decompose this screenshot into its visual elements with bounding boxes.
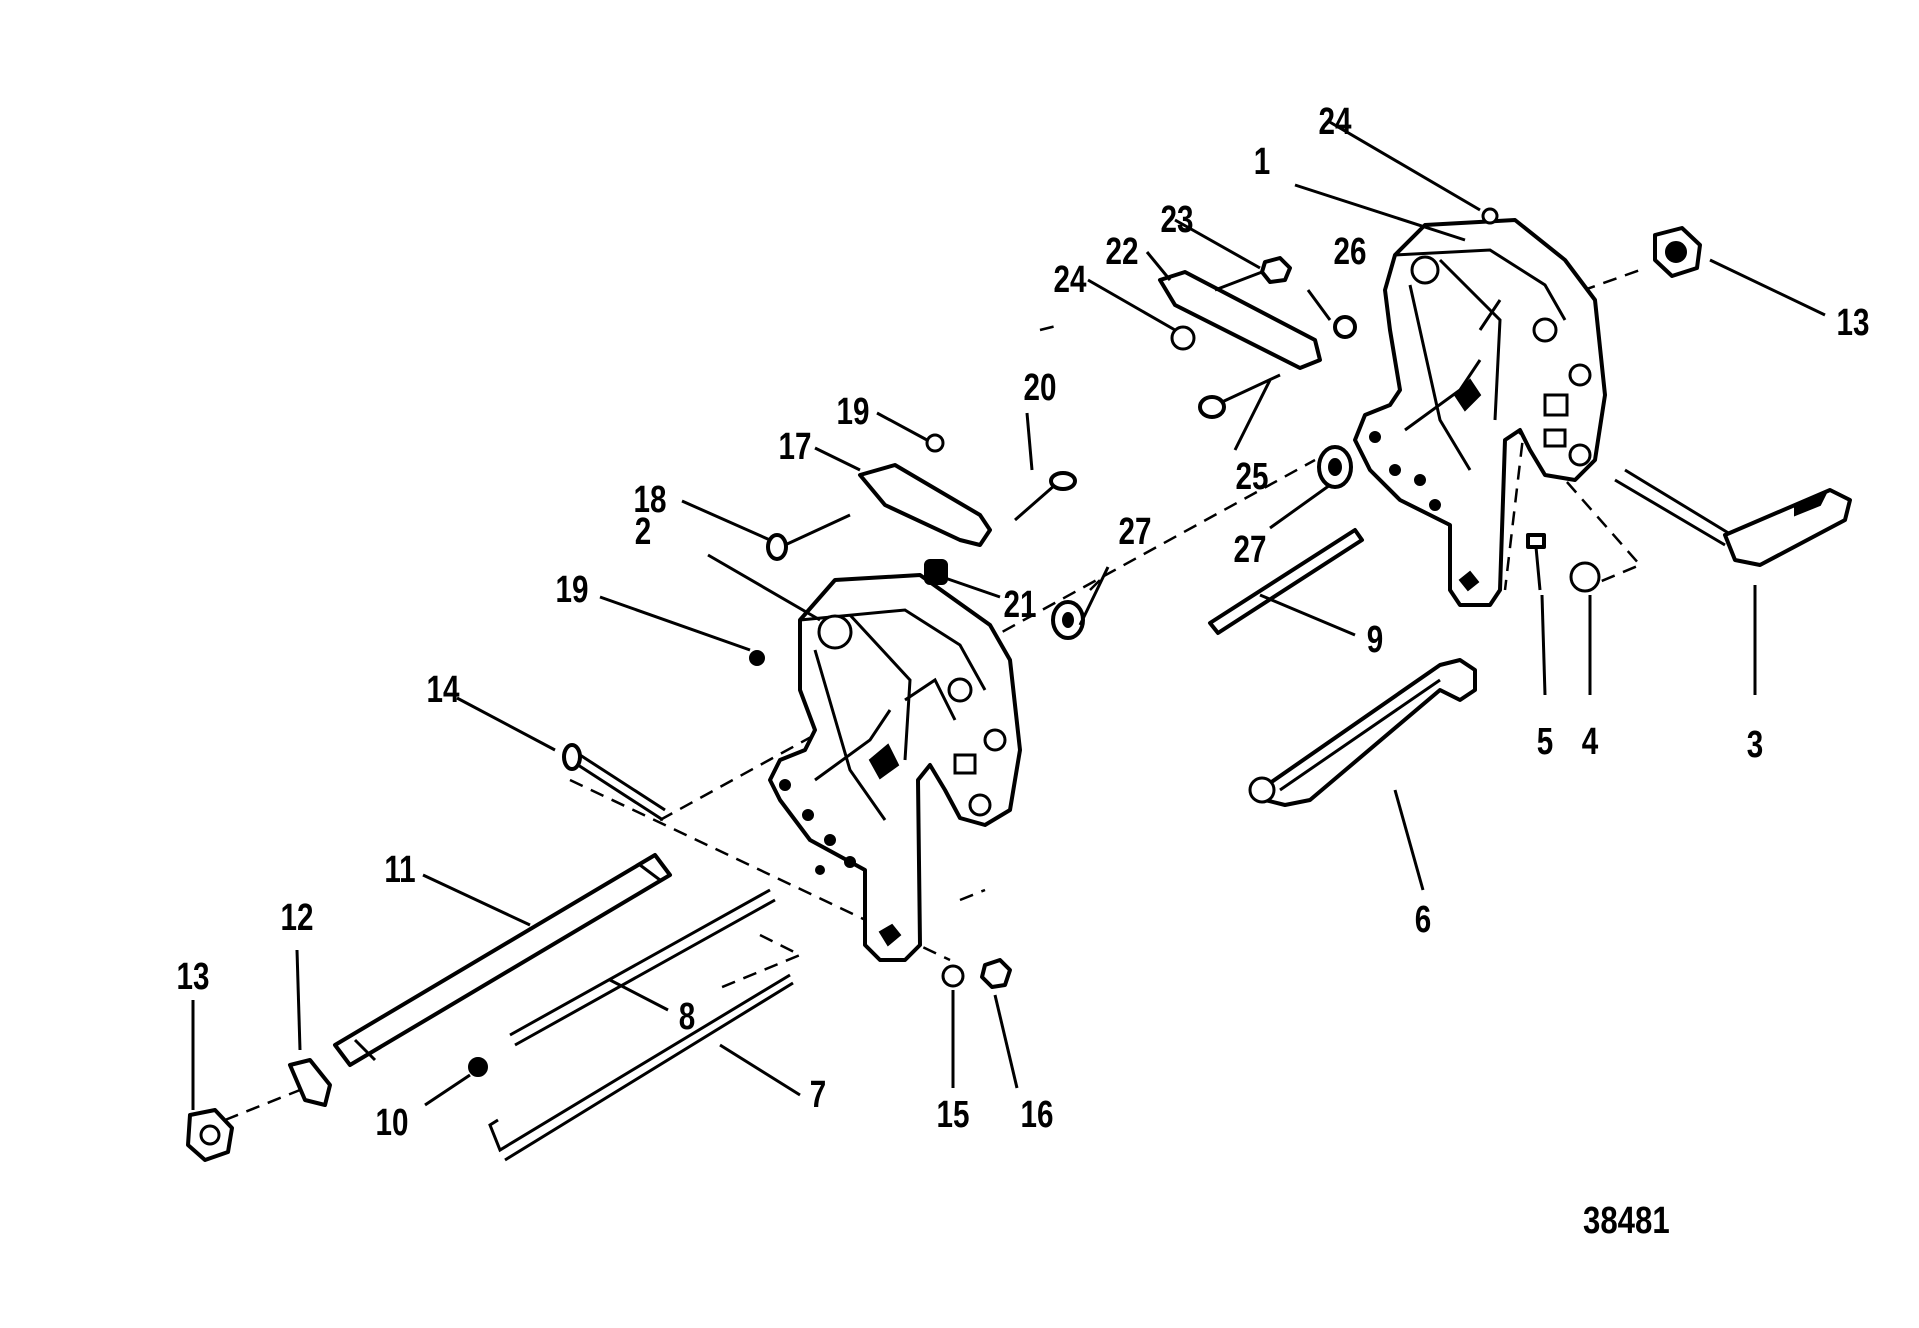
spring-21 [924,559,948,585]
callout-2: 2 [634,511,652,553]
callout-13-left: 13 [176,956,210,998]
callout-7: 7 [809,1074,827,1116]
tilt-rod [488,973,791,1153]
callout-19-top: 19 [836,391,870,433]
tilt-pin-handle [1248,658,1477,807]
callout-27-left: 27 [1118,511,1152,553]
plate-17 [858,463,992,547]
callout-23: 23 [1160,199,1194,241]
bolt-25 [1198,373,1281,419]
callout-1: 1 [1253,141,1271,183]
callout-16: 16 [1020,1094,1054,1136]
nut-13-right [1653,226,1702,278]
callout-9: 9 [1366,619,1384,661]
screw-5 [1526,533,1546,591]
callout-18: 18 [633,479,667,521]
bolt-18 [766,513,851,561]
callout-17: 17 [778,426,812,468]
lock-tab [288,1058,332,1107]
nut-10 [468,1057,488,1077]
washer-27-right [1317,445,1353,489]
nut-19-bottom [749,650,765,666]
through-tube [333,853,672,1067]
right-clamp-bracket [1353,218,1607,607]
callout-22: 22 [1105,231,1139,273]
left-clamp-bracket [768,573,1022,962]
washer-4 [1569,561,1601,593]
callout-3: 3 [1746,724,1764,766]
pin-9 [1208,528,1364,635]
figure-number: 38481 [1583,1200,1670,1242]
nut-19-top [925,433,945,453]
callout-19-left: 19 [555,569,589,611]
callout-13-right: 13 [1836,302,1870,344]
callout-20: 20 [1023,367,1057,409]
callout-14: 14 [426,669,460,711]
tilt-lever [1614,468,1852,567]
callout-10: 10 [375,1102,409,1144]
callout-8: 8 [678,996,696,1038]
bolt-20 [1014,471,1077,522]
callout-15: 15 [936,1094,970,1136]
nut-13-left [186,1108,234,1162]
callout-21: 21 [1003,584,1037,626]
bushing-26 [1333,315,1357,339]
callout-27-right: 27 [1233,529,1267,571]
link-22 [1158,270,1322,370]
bolt-23 [1214,256,1292,292]
callout-26: 26 [1333,231,1367,273]
washer-27-left [1051,600,1085,640]
washer-15 [941,964,965,988]
leader-lines [191,119,1826,1110]
callout-24-left: 24 [1053,259,1087,301]
nut-24-left [1170,325,1196,351]
callout-11: 11 [384,849,416,891]
callout-6: 6 [1414,899,1432,941]
callout-5: 5 [1536,721,1554,763]
callout-4: 4 [1581,721,1599,763]
bolt-14 [562,743,666,822]
callout-25: 25 [1235,456,1269,498]
nut-24-top [1481,207,1499,225]
nut-16 [980,958,1012,989]
callout-12: 12 [280,897,314,939]
spacer-rod [509,888,771,1037]
callout-24-top: 24 [1318,101,1352,143]
